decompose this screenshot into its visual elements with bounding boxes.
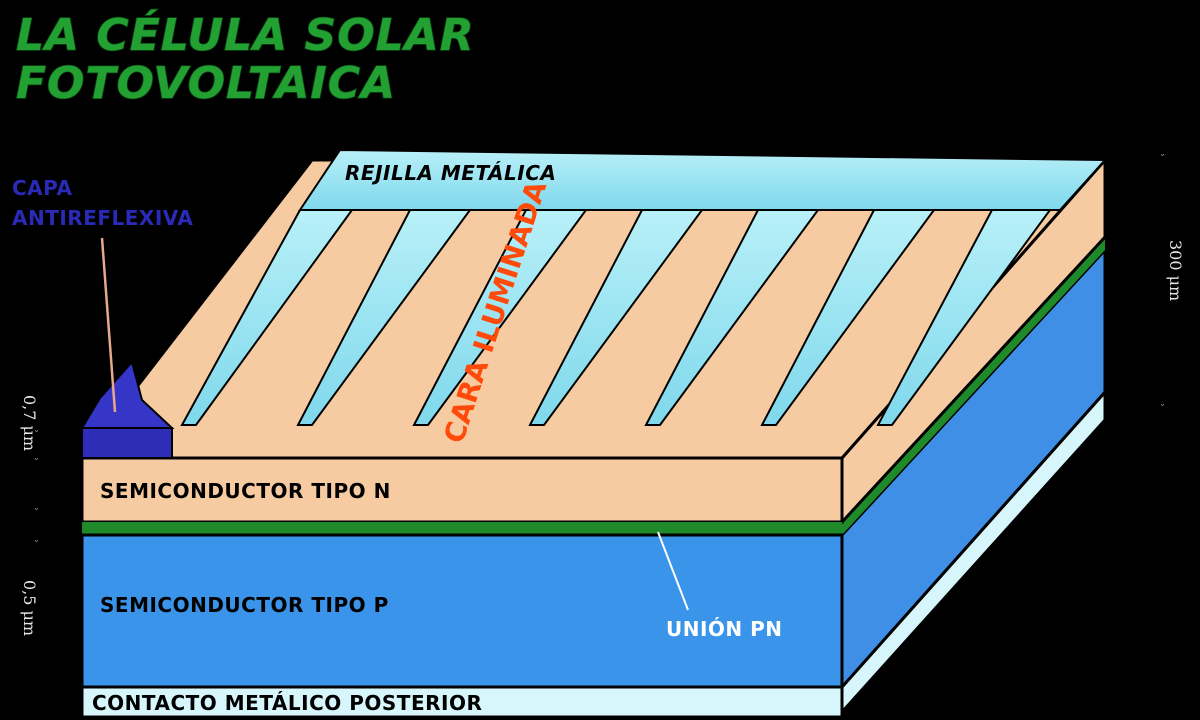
front-back-contact: [80, 685, 844, 719]
pn-junction-label: UNIÓN PN: [666, 617, 783, 641]
tick-mark: ˘: [1160, 153, 1165, 165]
tick-mark: ˘: [1160, 403, 1165, 415]
grid-finger: [296, 209, 472, 426]
right-dimension-marks: ˘ ˘: [1160, 153, 1165, 415]
front-p-type: [80, 533, 844, 689]
grid-label: REJILLA METÁLICA: [345, 161, 556, 185]
antireflective-layer-top: [80, 359, 175, 429]
tick-mark: ˘: [34, 539, 39, 551]
n-layer-dimension: 0,7 μm: [20, 395, 39, 451]
n-type-label: SEMICONDUCTOR TIPO N: [100, 479, 391, 503]
grid-finger: [644, 209, 820, 426]
p-layer-dimension: 0,5 μm: [20, 580, 39, 636]
total-dimension: 300 μm: [1166, 240, 1185, 301]
tick-mark: ˘: [34, 457, 39, 469]
junction-leader: [657, 531, 689, 611]
title-line-1: LA CÉLULA SOLAR: [16, 8, 475, 61]
title-line-2: FOTOVOLTAICA: [16, 58, 396, 109]
tick-mark: ˘: [34, 507, 39, 519]
left-dimension-marks: ˘ ˘ ˘ ˘: [34, 429, 39, 551]
grid-finger: [760, 209, 936, 426]
p-type-label: SEMICONDUCTOR TIPO P: [100, 593, 389, 617]
side-junction: [842, 237, 1105, 535]
grid-finger: [180, 209, 354, 426]
tick-mark: ˘: [34, 429, 39, 441]
grid-finger: [876, 209, 1052, 426]
antireflective-layer: [81, 427, 173, 459]
grid-finger: [412, 209, 588, 426]
front-junction: [82, 522, 842, 535]
grid-finger: [528, 209, 704, 426]
antireflective-label-line2: ANTIREFLEXIVA: [12, 206, 193, 230]
antireflective-leader: [100, 237, 117, 413]
back-contact-label: CONTACTO METÁLICO POSTERIOR: [92, 691, 482, 715]
antireflective-label-line1: CAPA: [12, 176, 72, 200]
grid-fingers: [180, 209, 1052, 426]
